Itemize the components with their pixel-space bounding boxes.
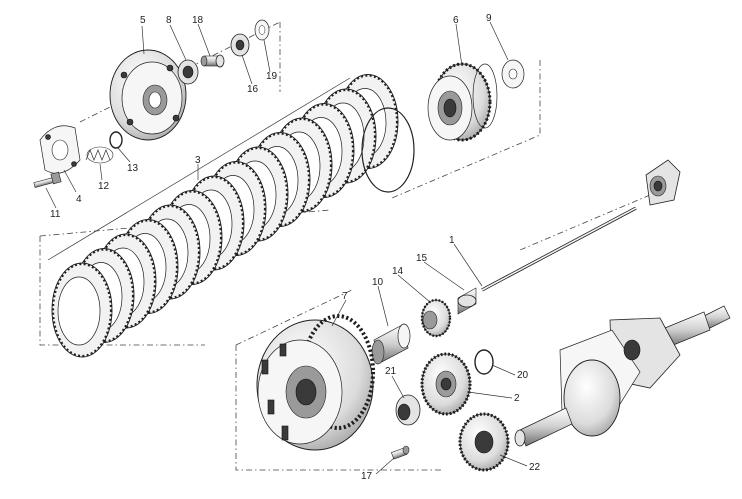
callout-11: 11: [50, 209, 61, 220]
clutch-spring: [85, 146, 114, 164]
crankshaft-gear: [458, 412, 510, 472]
nut: [230, 33, 250, 57]
callout-14: 14: [392, 266, 404, 277]
callout-16: 16: [247, 84, 259, 95]
clutch-plate-stack: [51, 74, 415, 358]
plate-stack-bracket-line: [47, 77, 351, 261]
callout-13: 13: [127, 163, 139, 174]
callout-18: 18: [192, 15, 204, 26]
circlip: [109, 131, 123, 149]
spring-retainer-plate: [39, 125, 81, 174]
callout-5: 5: [140, 15, 146, 26]
callout-10: 10: [372, 277, 384, 288]
callout-8: 8: [166, 15, 172, 26]
washer-small: [254, 19, 270, 41]
pushrod-end: [200, 54, 225, 68]
callout-1: 1: [449, 235, 455, 246]
small-bushing: [395, 394, 421, 426]
callout-9: 9: [486, 13, 492, 24]
callout-17: 17: [361, 471, 373, 482]
slave-cylinder-bearing: [645, 159, 681, 206]
callout-2: 2: [514, 393, 520, 404]
bearing: [177, 59, 199, 85]
callout-7: 7: [342, 291, 348, 302]
clutch-basket: [256, 314, 375, 451]
gear-circlip: [474, 349, 494, 375]
crankshaft: [514, 305, 731, 447]
callout-labels: 5 8 18 16 19 6 9 3 4 12 13 11 1 15 14 10…: [50, 13, 541, 482]
stud: [391, 445, 410, 460]
clutch-plate: [51, 262, 113, 358]
callout-22: 22: [529, 462, 541, 473]
pushrod: [481, 206, 637, 292]
callout-19: 19: [266, 71, 278, 82]
clutch-plate-end-ring: [361, 107, 415, 193]
callout-15: 15: [416, 253, 428, 264]
bushing: [457, 287, 477, 315]
clutch-hub: [427, 62, 498, 142]
callout-21: 21: [385, 366, 397, 377]
callout-4: 4: [76, 194, 82, 205]
spacer-sleeve: [371, 323, 411, 365]
bolt: [33, 171, 62, 188]
callout-20: 20: [517, 370, 529, 381]
gear-sleeve: [420, 298, 452, 338]
callout-6: 6: [453, 15, 459, 26]
pressure-plate: [109, 49, 187, 141]
thrust-washer: [501, 59, 525, 89]
primary-gear: [420, 352, 472, 416]
callout-leader-lines: [45, 21, 528, 475]
callout-3: 3: [195, 155, 201, 166]
callout-12: 12: [98, 181, 110, 192]
